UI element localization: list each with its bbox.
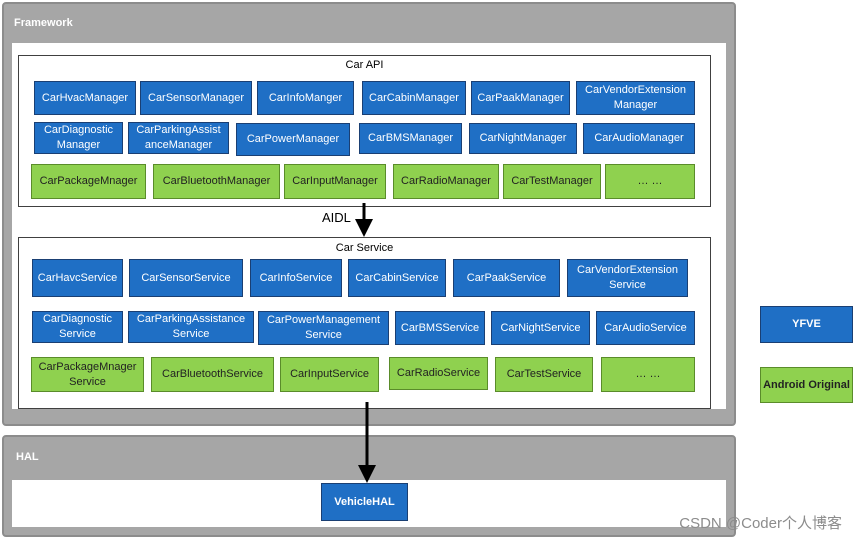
car-sensor-manager-box: CarSensorManager [140, 81, 252, 115]
car-bms-service-box: CarBMSService [395, 311, 485, 345]
car-package-manager-service-box: CarPackageMnager Service [31, 357, 144, 392]
car-api-more-box: … … [605, 164, 695, 199]
car-diagnostic-service-box: CarDiagnostic Service [32, 311, 123, 343]
car-diagnostic-manager-box: CarDiagnostic Manager [34, 122, 123, 154]
car-power-manager-box: CarPowerManager [236, 123, 350, 156]
car-hvac-manager-box: CarHvacManager [34, 81, 136, 115]
car-input-service-box: CarInputService [280, 357, 379, 392]
car-cabin-manager-box: CarCabinManager [362, 81, 466, 115]
car-vendor-extension-service-box: CarVendorExtension Service [567, 259, 688, 297]
car-radio-manager-box: CarRadioManager [393, 164, 499, 199]
car-info-service-box: CarInfoService [250, 259, 342, 297]
car-bluetooth-service-box: CarBluetoothService [151, 357, 274, 392]
car-night-service-box: CarNightService [491, 311, 590, 345]
car-service-more-box: … … [601, 357, 695, 392]
car-audio-service-box: CarAudioService [596, 311, 695, 345]
car-power-management-service-box: CarPowerManagement Service [258, 311, 389, 345]
legend-yfve: YFVE [760, 306, 853, 343]
car-package-manager-box: CarPackageMnager [31, 164, 146, 199]
car-paak-service-box: CarPaakService [453, 259, 560, 297]
car-radio-service-box: CarRadioService [389, 357, 488, 390]
car-info-manger-box: CarInfoManger [257, 81, 354, 115]
car-service-title: Car Service [335, 242, 394, 254]
car-vendor-extension-manager-box: CarVendorExtension Manager [576, 81, 695, 115]
car-havc-service-box: CarHavcService [32, 259, 123, 297]
car-input-manager-box: CarInputManager [284, 164, 386, 199]
car-bluetooth-manager-box: CarBluetoothManager [153, 164, 280, 199]
car-cabin-service-box: CarCabinService [348, 259, 446, 297]
watermark-text: CSDN @Coder个人博客 [679, 515, 842, 532]
car-parking-assistance-service-box: CarParkingAssistance Service [128, 311, 254, 343]
car-test-service-box: CarTestService [495, 357, 593, 392]
car-test-manager-box: CarTestManager [503, 164, 601, 199]
car-bms-manager-box: CarBMSManager [359, 123, 462, 154]
car-paak-manager-box: CarPaakManager [471, 81, 570, 115]
aidl-label: AIDL [322, 210, 351, 225]
framework-title: Framework [14, 17, 73, 29]
hal-title: HAL [16, 451, 39, 463]
car-parking-assistance-manager-box: CarParkingAssist anceManager [128, 122, 229, 154]
car-sensor-service-box: CarSensorService [129, 259, 243, 297]
car-audio-manager-box: CarAudioManager [583, 123, 695, 154]
legend-android-original: Android Original [760, 367, 853, 403]
car-night-manager-box: CarNightManager [469, 123, 577, 154]
car-api-title: Car API [345, 59, 384, 71]
vehicle-hal-box: VehicleHAL [321, 483, 408, 521]
